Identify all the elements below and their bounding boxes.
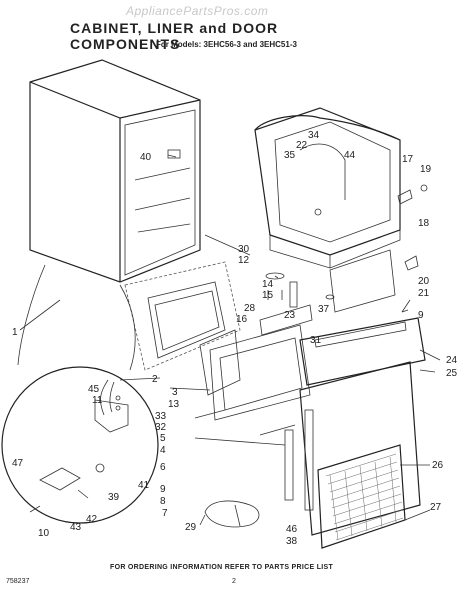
callout-6: 6	[160, 462, 166, 473]
callout-13: 13	[168, 399, 180, 410]
callout-38: 38	[286, 536, 298, 547]
callout-47: 47	[12, 458, 24, 469]
callout-labels: 34 22 35 44 17 19 18 40 30 12 14 15 28 1…	[12, 130, 458, 547]
door-panels	[199, 304, 313, 421]
leader-lines	[19, 154, 441, 526]
callout-35: 35	[284, 150, 296, 161]
drain-parts	[265, 272, 335, 308]
page-number: 2	[232, 578, 236, 585]
inset-leader-right	[119, 284, 136, 371]
insulation-block	[329, 249, 396, 313]
callout-22: 22	[296, 140, 308, 151]
callout-12: 12	[238, 255, 250, 266]
callout-15: 15	[262, 290, 274, 301]
callout-32: 32	[155, 422, 167, 433]
document-number: 758237	[6, 578, 30, 585]
cabinet-drawing	[29, 59, 201, 283]
callout-34: 34	[308, 130, 320, 141]
ordering-note: FOR ORDERING INFORMATION REFER TO PARTS …	[110, 564, 334, 571]
callout-26: 26	[432, 460, 444, 471]
callout-39: 39	[108, 492, 120, 503]
control-inset	[1, 366, 159, 524]
callout-3: 3	[172, 387, 178, 398]
hinge-bars	[259, 409, 314, 511]
callout-30: 30	[238, 244, 250, 255]
callout-11: 11	[92, 395, 103, 406]
liner-drawing	[254, 107, 401, 269]
callout-27: 27	[430, 502, 442, 513]
callout-46: 46	[286, 524, 298, 535]
door-outer	[299, 317, 426, 536]
callout-28: 28	[244, 303, 256, 314]
callout-31: 31	[310, 335, 322, 346]
callout-17: 17	[402, 154, 414, 165]
callout-33: 33	[155, 411, 167, 422]
callout-42: 42	[86, 514, 98, 525]
inset-leader-left	[17, 264, 46, 366]
callout-20: 20	[418, 276, 430, 287]
callout-18: 18	[418, 218, 430, 229]
callout-10: 10	[38, 528, 50, 539]
callout-24: 24	[446, 355, 458, 366]
door-gasket	[124, 261, 241, 371]
callout-37: 37	[318, 304, 330, 315]
callout-8: 8	[160, 496, 166, 507]
callout-1: 1	[12, 327, 18, 338]
callout-44: 44	[344, 150, 356, 161]
watermark: AppliancePartsPros.com	[126, 4, 269, 18]
callout-2: 2	[152, 374, 158, 385]
diagram-subtitle: For Models: 3EHC56-3 and 3EHC51-3	[156, 40, 297, 49]
kick-grille	[317, 444, 406, 549]
callout-41: 41	[138, 480, 150, 491]
callout-43: 43	[70, 522, 82, 533]
callout-7: 7	[162, 508, 168, 519]
callout-16: 16	[236, 314, 248, 325]
callout-19: 19	[420, 164, 432, 175]
callout-9-top: 9	[418, 310, 424, 321]
callout-40: 40	[140, 152, 152, 163]
callout-45: 45	[88, 384, 100, 395]
diagram-title: CABINET, LINER and DOOR COMPONENTS	[70, 20, 279, 52]
callout-9-bottom: 9	[160, 484, 166, 495]
door-handle	[204, 500, 260, 528]
hinge-parts	[397, 184, 428, 313]
callout-14: 14	[262, 279, 274, 290]
callout-29: 29	[185, 522, 197, 533]
callout-4: 4	[160, 445, 166, 456]
callout-21: 21	[418, 288, 430, 299]
callout-5: 5	[160, 433, 166, 444]
callout-25: 25	[446, 368, 458, 379]
callout-23: 23	[284, 310, 296, 321]
